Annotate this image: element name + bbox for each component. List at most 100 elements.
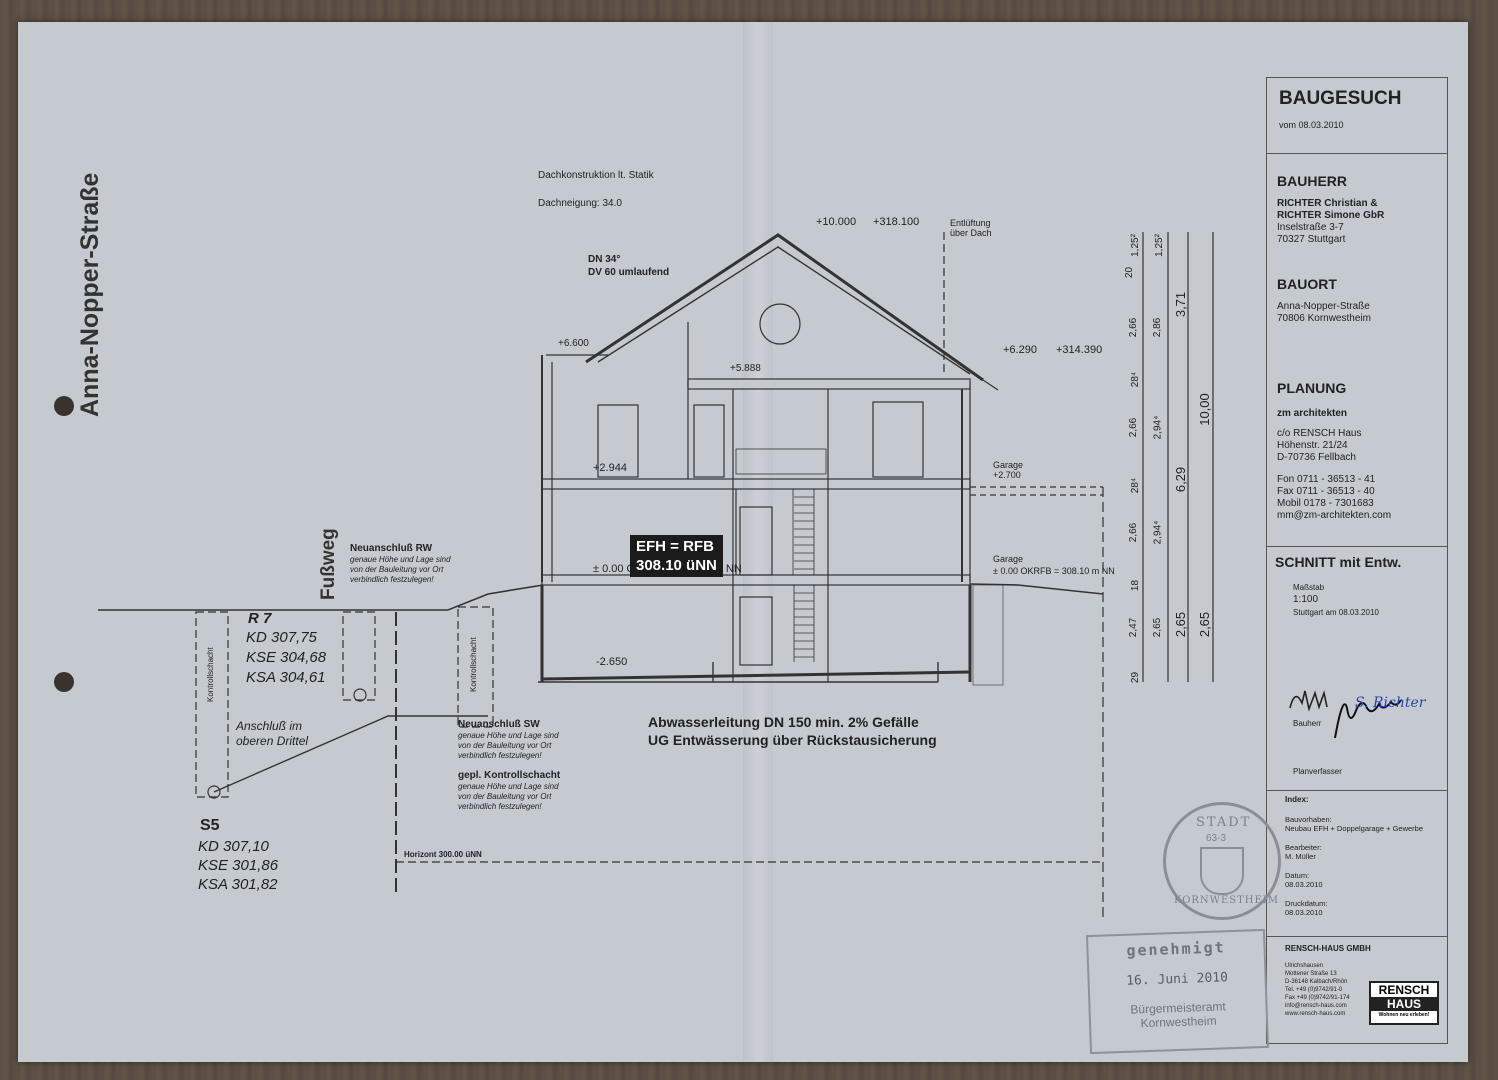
dim-c3-1: 6,29	[1173, 466, 1189, 493]
r7-values: KD 307,75 KSE 304,68 KSA 304,61	[246, 628, 326, 688]
eave-level-left: +6.600	[558, 338, 589, 349]
r7-ksa: KSA 304,61	[246, 669, 326, 686]
rensch-haus-logo: RENSCH HAUS Wohnen neu erleben!	[1369, 981, 1439, 1025]
dim-c3-0: 3,71	[1173, 291, 1189, 318]
ridge-level: +10.000	[816, 216, 857, 228]
owner-label: BAUHERR	[1277, 173, 1347, 189]
r7-kse: KSE 304,68	[246, 649, 327, 666]
okrfb-right: ± 0.00 OKRFB = 308.10 m NN	[993, 566, 1115, 576]
site-label: BAUORT	[1277, 276, 1337, 292]
roof-pitch-note: Dachneigung: 34.0	[538, 198, 622, 209]
planned-shaft-note: genaue Höhe und Lage sind von der Baulei…	[458, 782, 559, 811]
footpath-label: Fußweg	[318, 528, 339, 600]
company-line: info@rensch-haus.com	[1285, 1003, 1347, 1009]
horizon-label: Horizont 300.00 üNN	[404, 850, 482, 859]
r7-kd: KD 307,75	[246, 629, 317, 646]
punch-hole	[54, 672, 74, 692]
doc-date: vom 08.03.2010	[1279, 120, 1344, 130]
efh-line1: EFH = RFB	[636, 538, 714, 555]
company-line: Tel. +49 (0)9742/91-0	[1285, 987, 1343, 993]
planning-lines: c/o RENSCH Haus Höhenstr. 21/24 D-70736 …	[1277, 428, 1361, 464]
dim-c2-4: 2,65	[1152, 617, 1164, 638]
garage-label: Garage	[993, 554, 1024, 564]
garage-level: Garage +2.700	[993, 460, 1024, 480]
backflow-note: UG Entwässerung über Rückstausicherung	[648, 732, 937, 748]
plan-sheet: Dachkonstruktion lt. Statik Dachneigung:…	[18, 22, 1468, 1062]
basement-level: -2.650	[596, 656, 628, 668]
seal-top: STADT	[1196, 815, 1252, 830]
company-line: Ulrichshausen	[1285, 963, 1324, 969]
contact-line: Mobil 0178 - 7301683	[1277, 498, 1374, 509]
planner-signature-label: Planverfasser	[1293, 767, 1342, 776]
sw-connection-title: Neuanschluß SW	[458, 719, 540, 730]
dim-c4-1: 2,65	[1197, 611, 1213, 638]
sw-connection-note: genaue Höhe und Lage sind von der Baulei…	[458, 731, 559, 760]
dim-c2-2: 2,94⁴	[1152, 415, 1164, 440]
index-section	[1267, 790, 1447, 791]
street-name: Anna-Nopper-Straße	[76, 172, 104, 417]
company-line: Mottener Straße 13	[1285, 971, 1337, 977]
signature-richter: S. Richter	[1355, 695, 1426, 711]
contact-line: Fon 0711 - 36513 - 41	[1277, 474, 1376, 485]
stuttgart-date: Stuttgart am 08.03.2010	[1293, 608, 1379, 617]
planning-line: Höhenstr. 21/24	[1277, 440, 1348, 451]
dim-c2-3: 2,94⁴	[1152, 520, 1164, 545]
planning-line: c/o RENSCH Haus	[1277, 428, 1362, 439]
stamp-date: 16. Juni 2010	[1125, 970, 1229, 989]
doc-title: BAUGESUCH	[1279, 88, 1402, 109]
company-line: www.rensch-haus.com	[1285, 1011, 1346, 1017]
approval-stamp: genehmigt 16. Juni 2010 Bürgermeisteramt…	[1085, 928, 1270, 1055]
dim-c3-2: 2,65	[1173, 611, 1189, 638]
contact-line: mm@zm-architekten.com	[1277, 510, 1392, 521]
dim-c2-1: 2,86	[1152, 317, 1164, 338]
logo-line2: HAUS	[1371, 997, 1437, 1011]
drawing-type: SCHNITT mit Entw.	[1275, 554, 1402, 570]
contact-line: Fax 0711 - 36513 - 40	[1277, 486, 1375, 497]
planned-shaft-title: gepl. Kontrollschacht	[458, 770, 561, 781]
dim-c1-4: 28⁴	[1130, 477, 1142, 494]
owner-line: 70327 Stuttgart	[1277, 234, 1346, 245]
s5-kse: KSE 301,86	[198, 857, 279, 874]
punch-hole	[54, 396, 74, 416]
site-line: Anna-Nopper-Straße	[1277, 301, 1370, 312]
dim-c1-5: 2,66	[1128, 522, 1140, 543]
attic-floor-level: +5.888	[730, 363, 761, 374]
stamp-approved: genehmigt	[1126, 938, 1226, 960]
company-name: RENSCH-HAUS GMBH	[1285, 944, 1371, 953]
dim-c2-0: 1,25²	[1153, 234, 1165, 257]
company-lines: Ulrichshausen Mottener Straße 13 D-36148…	[1285, 962, 1350, 1018]
signature-drawings	[1289, 690, 1402, 739]
dim-top: 20	[1124, 266, 1136, 279]
upper-floor-level: +2.944	[593, 462, 627, 474]
site-lines: Anna-Nopper-Straße 70806 Kornwestheim	[1277, 301, 1371, 325]
rw-connection-note: genaue Höhe und Lage sind von der Baulei…	[350, 555, 451, 584]
eave-absolute-right: +314.390	[1056, 344, 1103, 356]
efh-line2: 308.10 üNN	[636, 557, 717, 574]
owner-line: Inselstraße 3-7	[1277, 222, 1344, 233]
connection-note: Anschluß im oberen Drittel	[236, 719, 309, 748]
company-line: Fax +49 (0)9742/91-174	[1285, 995, 1350, 1001]
dim-c1-2: 28⁴	[1130, 371, 1142, 388]
owner-signature-label: Bauherr	[1293, 719, 1322, 728]
efh-label: EFH = RFB 308.10 üNN	[630, 535, 723, 577]
seal-bottom: KORNWESTHEIM	[1174, 895, 1279, 906]
owner-section	[1267, 153, 1447, 154]
kontrollschacht-label-1: Kontrollschacht	[206, 647, 215, 702]
dim-c1-6: 18	[1130, 579, 1142, 592]
print-date-label: Druckdatum:	[1285, 899, 1328, 908]
scale-value: 1:100	[1293, 594, 1319, 605]
s5-kd: KD 307,10	[198, 838, 269, 855]
owner-line: RICHTER Simone GbR	[1277, 210, 1385, 221]
s5-values: KD 307,10 KSE 301,86 KSA 301,82	[198, 837, 278, 894]
dv-label: DV 60 umlaufend	[588, 267, 670, 278]
sewer-line-note: Abwasserleitung DN 150 min. 2% Gefälle	[648, 714, 919, 730]
r7-label: R 7	[248, 610, 272, 627]
contact-lines: Fon 0711 - 36513 - 41 Fax 0711 - 36513 -…	[1277, 474, 1391, 522]
logo-line1: RENSCH	[1378, 983, 1430, 997]
project-value: Neubau EFH + Doppelgarage + Gewerbe	[1285, 824, 1424, 833]
dim-c4-0: 10,00	[1196, 393, 1212, 426]
s5-ksa: KSA 301,82	[198, 876, 278, 893]
project-label: Bauvorhaben:	[1285, 815, 1332, 824]
seal-emblem-icon	[1200, 847, 1244, 895]
scale-label: Maßstab	[1293, 583, 1325, 592]
